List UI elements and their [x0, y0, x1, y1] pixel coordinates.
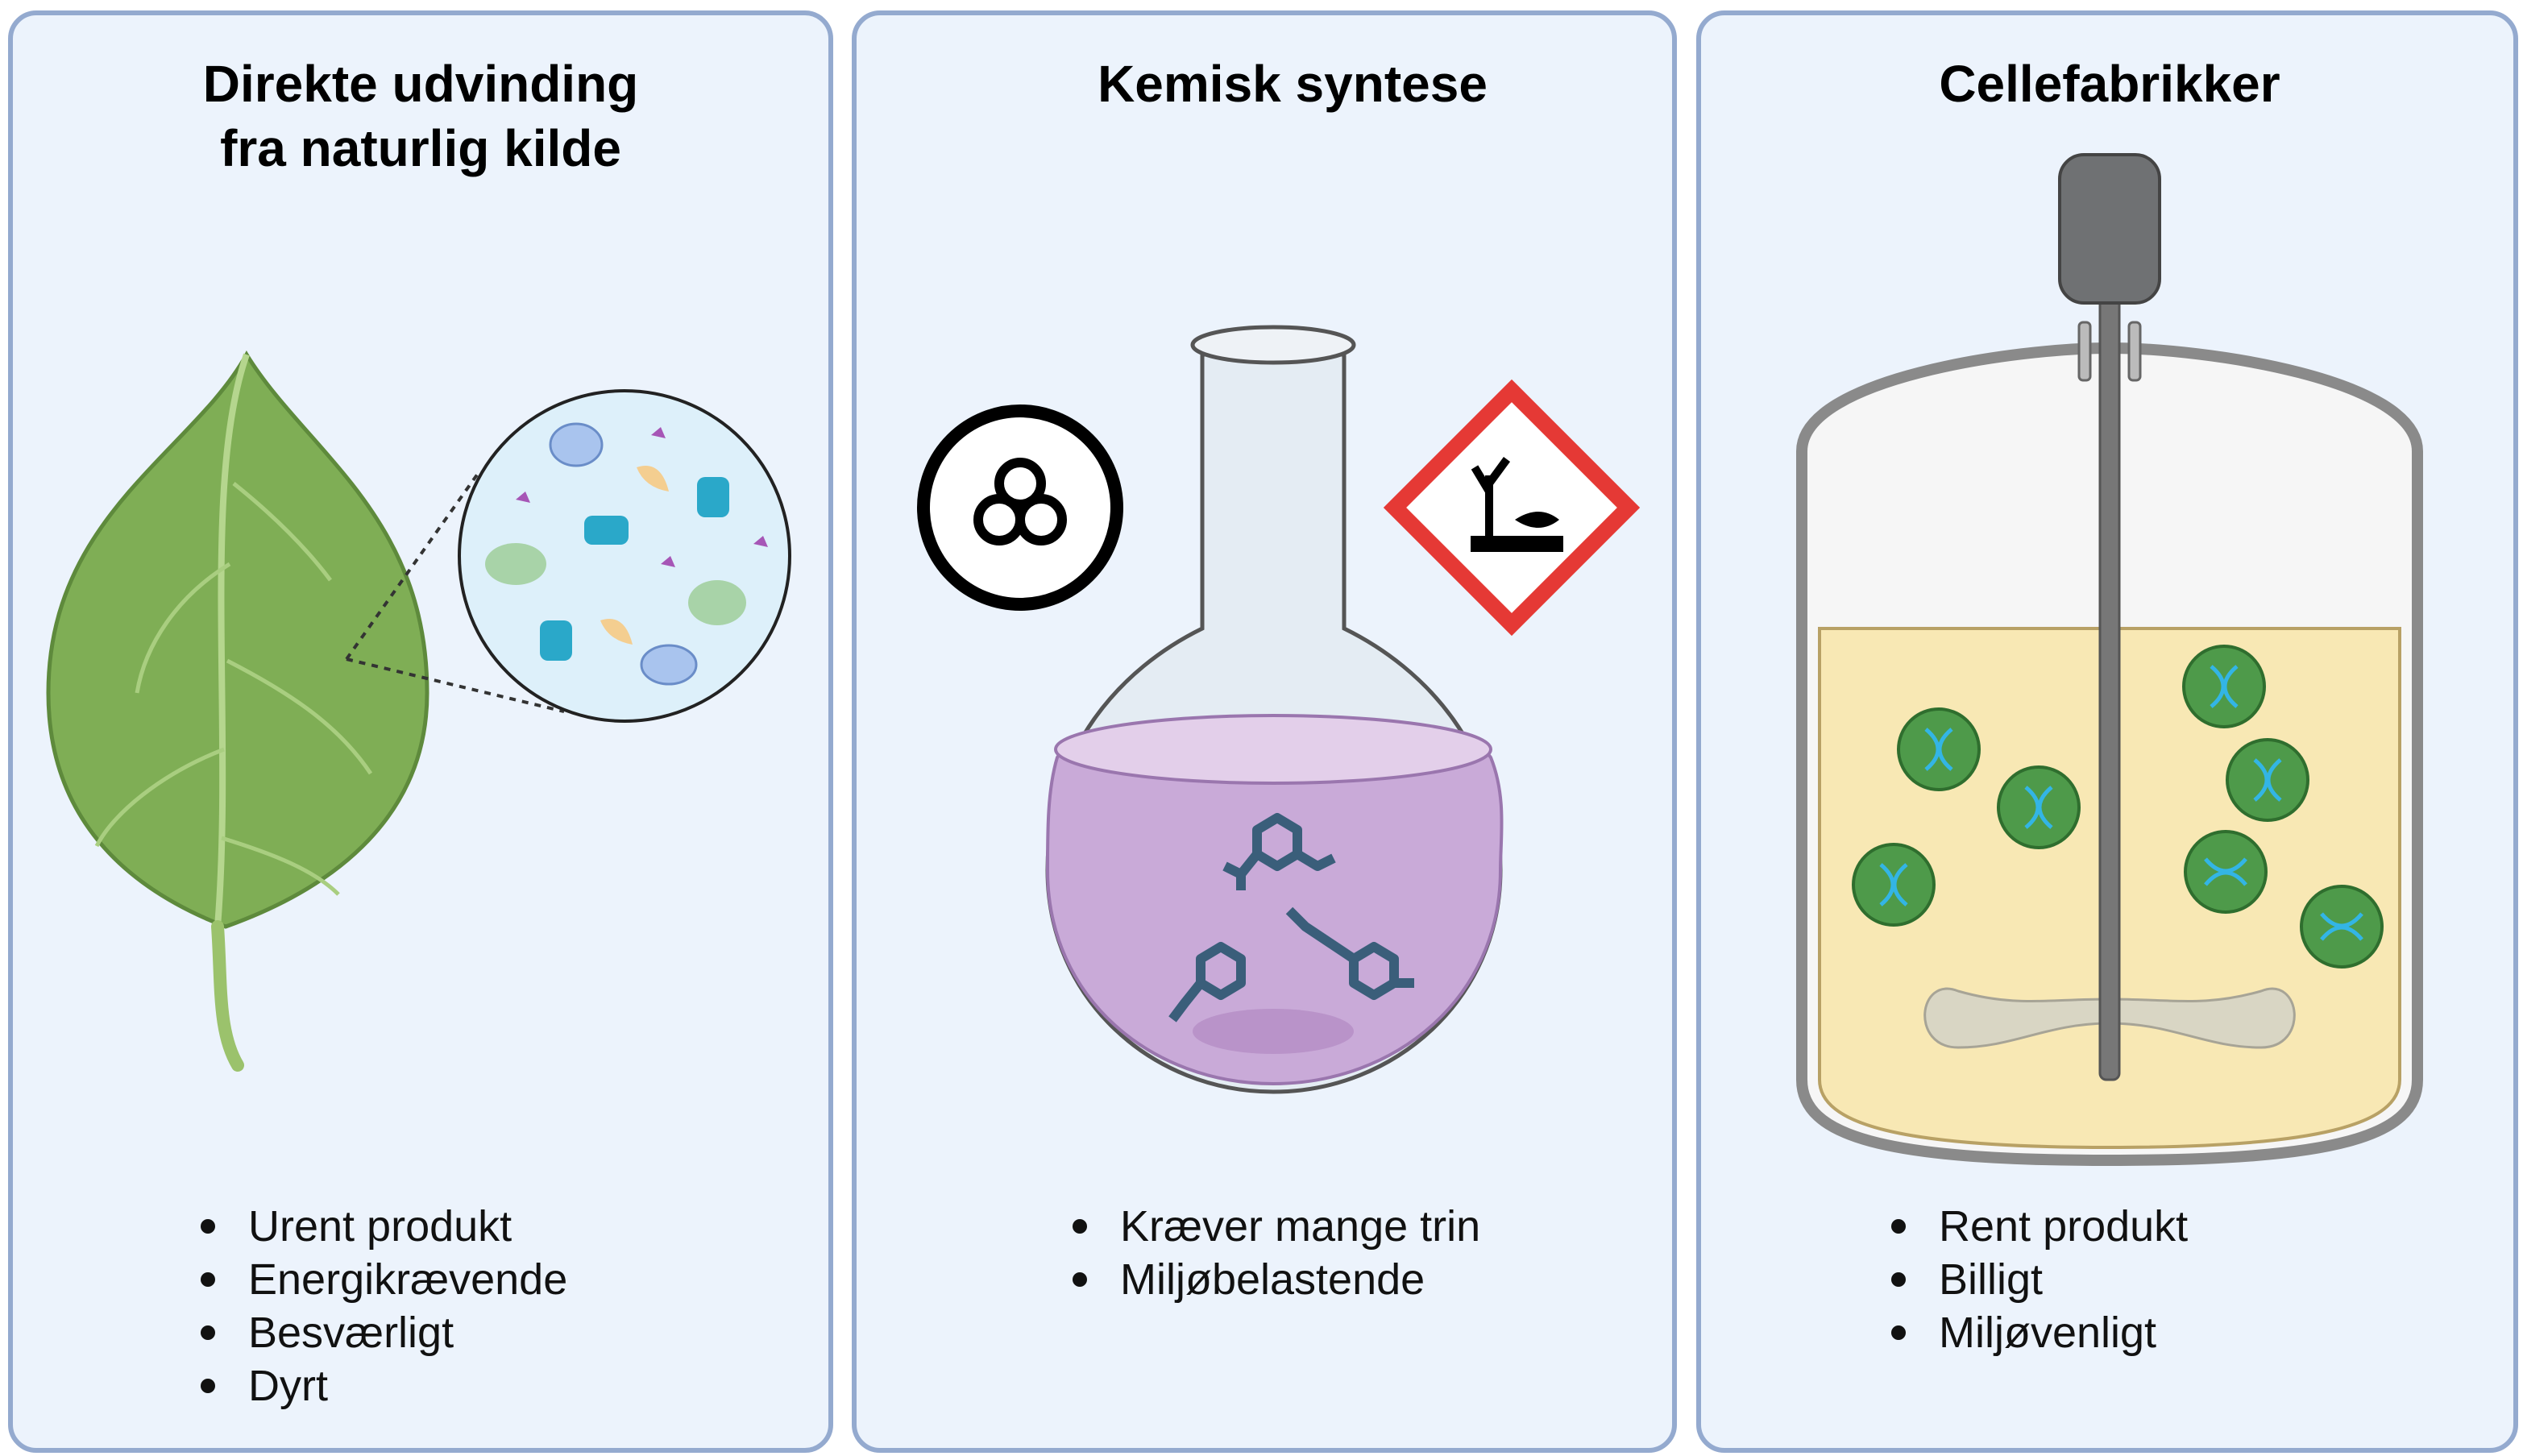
panel-1-bullets: Urent produkt Energikrævende Besværligt …	[201, 1202, 567, 1410]
biohazard-icon	[917, 404, 1123, 611]
panel-1-title-line-2: fra naturlig kilde	[220, 119, 621, 177]
bullet-item: Besværligt	[248, 1309, 454, 1357]
panel-3-bullets: Rent produkt Billigt Miljøvenligt	[1891, 1202, 2188, 1357]
environmental-hazard-icon	[1383, 379, 1641, 637]
panel-3-title: Cellefabrikker	[1939, 55, 2280, 113]
panel-2-title: Kemisk syntese	[1098, 55, 1488, 113]
panel-1-title-line-1: Direkte udvinding	[203, 55, 639, 113]
round-bottom-flask-icon	[1045, 325, 1504, 1094]
bullet-item: Energikrævende	[248, 1255, 567, 1304]
magnified-molecules-circle	[345, 389, 791, 723]
bullet-item: Miljøbelastende	[1120, 1255, 1425, 1304]
molecule-structures	[1168, 813, 1414, 1023]
bullet-item: Kræver mange trin	[1120, 1202, 1480, 1251]
bullet-item: Rent produkt	[1939, 1202, 2188, 1251]
panel-2-bullets: Kræver mange trin Miljøbelastende	[1073, 1202, 1480, 1304]
bullet-item: Urent produkt	[248, 1202, 512, 1251]
bullet-item: Billigt	[1939, 1255, 2043, 1304]
leaf-icon	[46, 351, 429, 1072]
bullet-item: Miljøvenligt	[1939, 1309, 2156, 1357]
bullet-item: Dyrt	[248, 1362, 328, 1410]
bioreactor-icon	[1796, 153, 2423, 1167]
dna-icons	[1879, 665, 2363, 941]
cells	[1852, 645, 2384, 969]
